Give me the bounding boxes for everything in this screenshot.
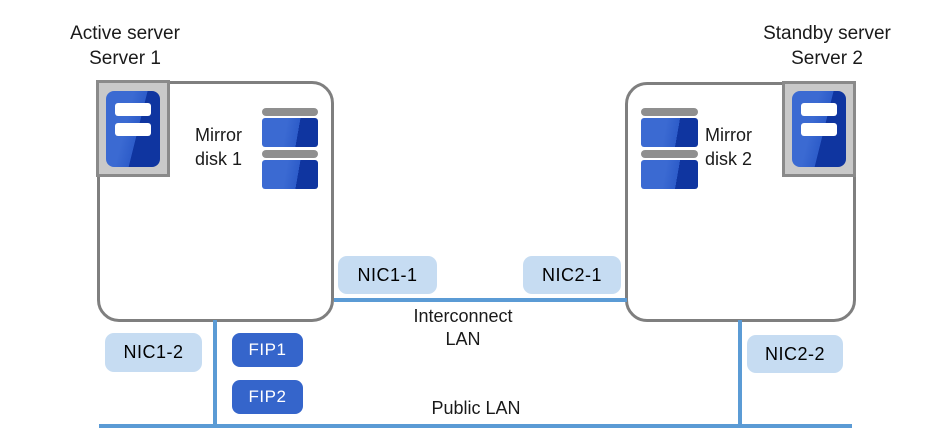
fip2-label: FIP2	[248, 387, 287, 406]
disk-cap	[641, 150, 698, 158]
nic1-1-badge: NIC1-1	[338, 256, 437, 294]
fip1-badge: FIP1	[232, 333, 303, 367]
nic2-2-label: NIC2-2	[764, 343, 825, 364]
nic1-2-badge: NIC1-2	[105, 333, 202, 372]
disk-unit	[641, 108, 698, 147]
mirror-disk1-label: Mirror disk 1	[195, 123, 242, 171]
standby-server-role: Standby server	[763, 23, 891, 44]
nic2-2-badge: NIC2-2	[747, 335, 843, 373]
disk-platter	[262, 160, 318, 189]
server-slot-bar	[115, 102, 151, 116]
active-server-name: Server 1	[89, 48, 161, 69]
public-lan-line	[99, 424, 852, 428]
standby-server-name: Server 2	[791, 48, 863, 69]
server2-tower-icon	[782, 81, 856, 177]
active-server-role: Active server	[70, 23, 180, 44]
disk-unit	[641, 150, 698, 189]
nic2-1-label: NIC2-1	[541, 264, 602, 285]
server-slot-bar	[801, 103, 837, 116]
public-lan-label-text: Public LAN	[431, 398, 521, 418]
disk-cap	[641, 108, 698, 116]
mirror-disk2-label-line1: Mirror	[705, 125, 752, 145]
disk-platter	[641, 118, 698, 147]
server1-public-lan-link-line	[213, 320, 217, 426]
mirror-disk2-icon	[641, 108, 698, 189]
disk-platter	[262, 118, 318, 147]
server1-tower-icon	[96, 80, 170, 177]
server-tower-body	[106, 90, 160, 167]
disk-cap	[262, 150, 318, 158]
server-slot-bar	[801, 123, 837, 136]
server2-public-lan-link-line	[738, 320, 742, 426]
mirror-disk2-label: Mirror disk 2	[705, 123, 752, 171]
nic1-1-label: NIC1-1	[357, 264, 418, 285]
fip2-badge: FIP2	[232, 380, 303, 414]
mirror-disk1-label-line1: Mirror	[195, 125, 242, 145]
server-slot-bar	[115, 122, 151, 136]
mirror-disk2-label-line2: disk 2	[705, 149, 753, 169]
mirror-disk1-icon	[262, 108, 318, 189]
mirror-disk1-label-line2: disk 1	[195, 149, 243, 169]
fip1-label: FIP1	[248, 340, 287, 359]
disk-platter	[641, 160, 698, 189]
nic1-2-label: NIC1-2	[123, 342, 184, 362]
server-tower-body	[792, 91, 846, 167]
disk-unit	[262, 108, 318, 147]
interconnect-lan-line	[334, 298, 627, 302]
interconnect-lan-label-line1: Interconnect	[413, 306, 513, 326]
interconnect-lan-label-line2: LAN	[445, 329, 481, 349]
nic2-1-badge: NIC2-1	[523, 256, 621, 294]
disk-cap	[262, 108, 318, 116]
public-lan-label: Public LAN	[406, 397, 546, 420]
disk-unit	[262, 150, 318, 189]
